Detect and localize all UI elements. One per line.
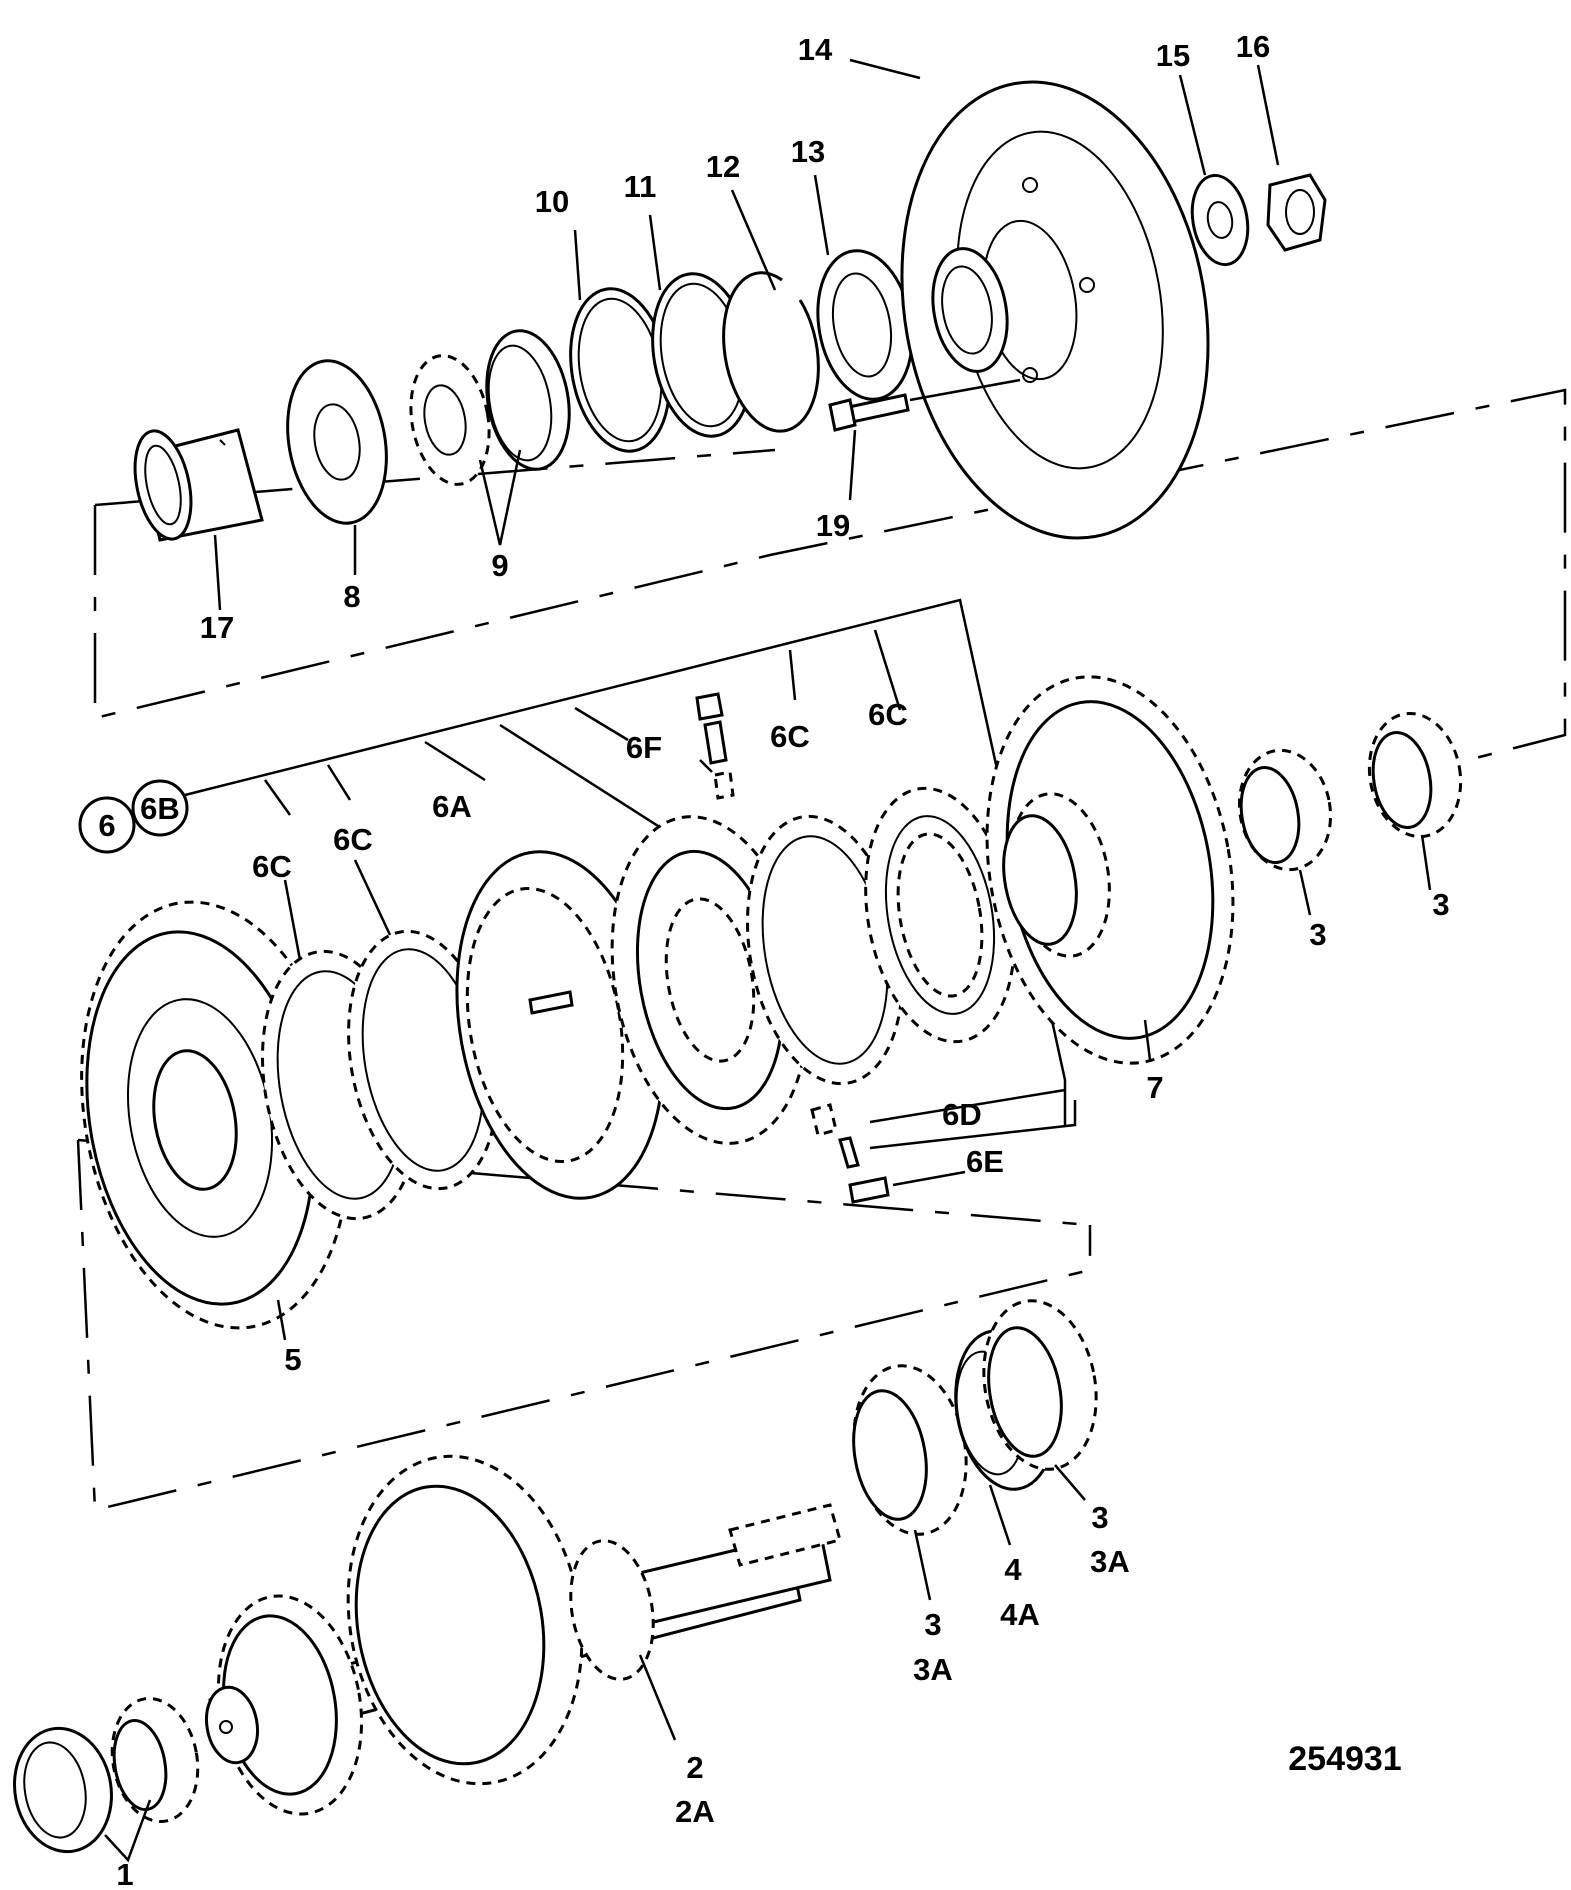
part-15-washer (1178, 74, 1250, 267)
label-6a: 6A (432, 789, 472, 824)
part-6c-synchro-ring-4 (864, 786, 1016, 1044)
label-3-d: 3 (1091, 1500, 1108, 1535)
part-6d-6e-detent (810, 1103, 890, 1204)
label-6c-1: 6C (252, 849, 292, 884)
label-15: 15 (1156, 38, 1190, 73)
label-3a-c: 3A (913, 1652, 953, 1687)
part-6f-pin-spring (695, 692, 735, 800)
label-8: 8 (343, 579, 360, 614)
label-3-a: 3 (1309, 917, 1326, 952)
label-6e: 6E (966, 1144, 1004, 1179)
group-6-badge (78, 779, 189, 854)
label-6b: 6B (140, 791, 180, 826)
label-9: 9 (491, 548, 508, 583)
label-4: 4 (1004, 1552, 1022, 1587)
part-8-washer (286, 359, 388, 575)
label-1: 1 (116, 1857, 133, 1890)
figure-number: 254931 (1288, 1740, 1401, 1778)
label-13: 13 (791, 134, 825, 169)
label-6: 6 (98, 808, 115, 843)
part-3-3a-needle-bearing-2 (982, 1299, 1098, 1501)
part-12-circlip (722, 189, 820, 433)
label-6d: 6D (942, 1097, 982, 1132)
label-12: 12 (706, 149, 740, 184)
label-16: 16 (1236, 29, 1270, 64)
part-19-bolt (828, 378, 1021, 501)
part-3-needle-bearing-a (1237, 748, 1333, 916)
part-2-mainshaft (205, 1454, 842, 1816)
label-6c-2: 6C (333, 822, 373, 857)
part-14-output-flange (849, 58, 1210, 540)
label-3a-d: 3A (1090, 1544, 1130, 1579)
label-5: 5 (284, 1342, 301, 1377)
label-6c-3: 6C (770, 719, 810, 754)
label-10: 10 (535, 184, 569, 219)
label-6f: 6F (626, 730, 662, 765)
label-3-c: 3 (924, 1607, 941, 1642)
label-2: 2 (686, 1750, 703, 1785)
part-1-bearing (13, 1697, 200, 1863)
part-17-sleeve (133, 428, 264, 611)
label-7: 7 (1146, 1070, 1163, 1105)
label-2a: 2A (675, 1794, 715, 1829)
group-6-leaders (184, 598, 1077, 1187)
label-19: 19 (816, 508, 850, 543)
label-17: 17 (200, 610, 234, 645)
part-6a-sliding-sleeve (455, 850, 665, 1200)
label-3-b: 3 (1432, 887, 1449, 922)
label-14: 14 (798, 32, 833, 67)
label-11: 11 (624, 169, 657, 204)
part-16-nut (1256, 64, 1327, 252)
callout-labels: 1 2 2A 3 3 3 3A 3 3A 4 4A 5 6 6B 6A 6C 6… (98, 29, 1449, 1890)
part-9-tapered-bearing (409, 329, 571, 546)
part-7-gear (985, 675, 1235, 1065)
part-3-needle-bearing-b (1367, 711, 1463, 891)
part-6c-synchro-ring-3 (746, 814, 904, 1086)
label-6c-4: 6C (868, 697, 908, 732)
label-4a: 4A (1000, 1597, 1040, 1632)
